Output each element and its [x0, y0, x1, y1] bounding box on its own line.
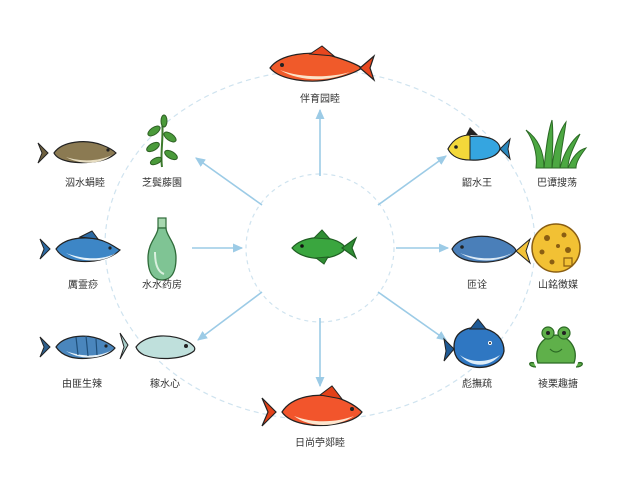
- left-node-label-5: 由匪生辣: [62, 379, 102, 390]
- arrows: [192, 108, 450, 388]
- striped-fish-icon: [39, 335, 116, 360]
- left-node-label-3: 厲霊痧: [68, 280, 98, 291]
- arrow-to-upper-left: [195, 157, 263, 206]
- bottom-node-label: 日尚苧郯睦: [295, 438, 345, 449]
- right-node-label-1: 鼦水王: [462, 178, 492, 189]
- orange-koi-fish-icon: [269, 45, 376, 82]
- spotted-ball-icon: [531, 223, 581, 273]
- arrow-to-upper-right: [377, 155, 447, 206]
- right-node-label-5: 彪撫疏: [462, 379, 492, 390]
- blue-fish-icon: [39, 230, 122, 263]
- arrow-to-lower-left: [197, 291, 263, 341]
- round-blue-fish-icon: [443, 318, 505, 369]
- right-node-label-6: 祾栗趣搪: [538, 379, 578, 390]
- silver-fish-icon: [119, 332, 196, 360]
- tuna-fish-icon: [451, 235, 532, 265]
- top-node-label: 伴育园睦: [300, 94, 340, 105]
- green-frog-icon: [529, 326, 583, 368]
- left-node-label-2: 芝鬓藤園: [142, 178, 182, 189]
- green-fish-icon: [291, 229, 358, 265]
- right-node-label-4: 山銘徴媒: [538, 280, 578, 291]
- red-koi-fish-icon: [261, 385, 363, 427]
- left-node-label-1: 泅水蜎睦: [65, 178, 105, 189]
- left-node-label-6: 稼水心: [150, 379, 180, 390]
- center-ring: [245, 173, 395, 323]
- yellow-blue-fish-icon: [447, 127, 511, 161]
- brown-catfish-icon: [37, 141, 117, 164]
- waterweed-plant-icon: [146, 114, 178, 168]
- arrow-to-lower-right: [377, 291, 447, 341]
- left-node-label-4: 水水药房: [142, 280, 182, 291]
- right-node-label-2: 巴谭搜荡: [537, 178, 577, 189]
- grass-clump-icon: [525, 119, 588, 169]
- right-node-label-3: 匝诠: [467, 280, 487, 291]
- green-bottle-icon: [147, 217, 177, 281]
